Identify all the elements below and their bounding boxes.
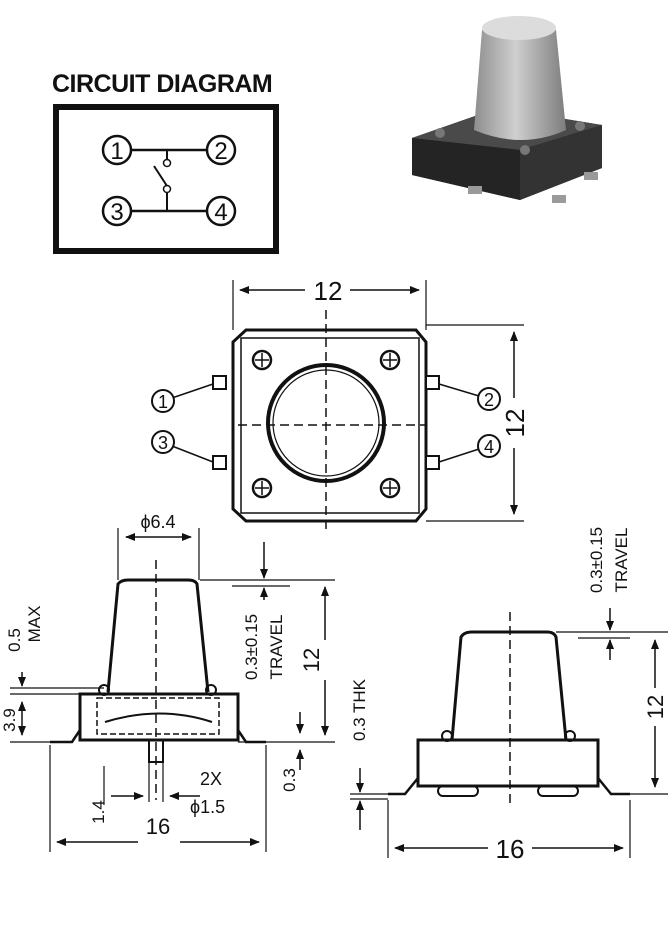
front-thickness-dimension: 0.3 THK bbox=[350, 678, 388, 830]
svg-text:ϕ1.5: ϕ1.5 bbox=[190, 797, 225, 817]
side-plunger bbox=[106, 578, 210, 693]
front-view: 0.3±0.15 TRAVEL 12 0.3 THK 16 bbox=[350, 527, 668, 864]
terminal-pad bbox=[425, 375, 440, 390]
top-view: 1 2 3 4 12 1 bbox=[151, 276, 530, 530]
front-total-height-dimension: 12 bbox=[630, 639, 668, 795]
svg-text:3: 3 bbox=[110, 199, 123, 226]
top-view-width-dimension: 12 bbox=[232, 276, 427, 330]
top-view-pin-1: 1 bbox=[151, 383, 214, 413]
side-body bbox=[78, 692, 240, 742]
front-body bbox=[416, 738, 600, 788]
svg-text:0.5: 0.5 bbox=[5, 628, 24, 652]
corner-hole bbox=[251, 477, 273, 499]
terminal-pad bbox=[425, 455, 440, 470]
circuit-frame bbox=[53, 104, 279, 254]
side-post-dimension: 2X ϕ1.5 bbox=[148, 762, 225, 817]
svg-text:2X: 2X bbox=[200, 769, 222, 789]
svg-text:TRAVEL: TRAVEL bbox=[267, 615, 286, 680]
plunger-circle-inner bbox=[272, 369, 380, 477]
terminal-pad bbox=[212, 455, 227, 470]
plunger-top bbox=[482, 16, 556, 40]
switch-contact-bottom bbox=[162, 184, 172, 194]
front-travel-dimension: 0.3±0.15 TRAVEL bbox=[556, 527, 668, 660]
svg-text:1.4: 1.4 bbox=[89, 800, 108, 824]
side-view: ϕ6.4 0.5 MAX 3.9 0.3±0.15 TRAVEL bbox=[0, 512, 335, 852]
switch-contact-top bbox=[162, 158, 172, 168]
side-leg-offset-dimension: 1.4 bbox=[89, 766, 144, 824]
svg-text:4: 4 bbox=[484, 437, 494, 457]
side-total-height-dimension: 12 bbox=[238, 586, 335, 743]
side-terminal-right bbox=[236, 729, 266, 744]
side-width-dimension: 16 bbox=[49, 745, 267, 852]
front-plunger bbox=[450, 630, 568, 741]
terminal-pad bbox=[212, 375, 227, 390]
plunger-cap bbox=[474, 23, 566, 140]
corner-hole bbox=[379, 477, 401, 499]
front-terminal-right bbox=[597, 777, 630, 796]
switch-lever bbox=[153, 165, 168, 187]
plunger-circle bbox=[266, 363, 386, 483]
svg-text:12: 12 bbox=[643, 695, 668, 719]
svg-text:12: 12 bbox=[299, 648, 324, 672]
svg-text:0.3±0.15: 0.3±0.15 bbox=[242, 614, 261, 680]
circuit-pin-4: 4 bbox=[205, 195, 237, 227]
side-dome bbox=[104, 712, 213, 723]
top-view-pin-4: 4 bbox=[438, 434, 501, 463]
side-base-height-dimension: 3.9 bbox=[0, 701, 50, 743]
svg-text:3.9: 3.9 bbox=[0, 708, 19, 732]
svg-text:MAX: MAX bbox=[25, 606, 44, 643]
svg-text:2: 2 bbox=[214, 138, 227, 165]
top-view-pin-2: 2 bbox=[438, 383, 501, 411]
svg-text:12: 12 bbox=[500, 409, 530, 438]
svg-text:2: 2 bbox=[484, 390, 494, 410]
svg-text:0.3 THK: 0.3 THK bbox=[350, 678, 369, 741]
front-width-dimension: 16 bbox=[387, 800, 631, 864]
svg-text:16: 16 bbox=[496, 834, 525, 864]
top-view-pin-3: 3 bbox=[151, 430, 214, 463]
circuit-diagram: CIRCUIT DIAGRAM 1 2 3 4 bbox=[52, 70, 279, 254]
corner-hole bbox=[251, 349, 273, 371]
side-standoff-dimension: 0.3 bbox=[280, 712, 304, 792]
circuit-pin-3: 3 bbox=[101, 195, 133, 227]
svg-text:12: 12 bbox=[314, 276, 343, 306]
side-plunger-dia-dimension: ϕ6.4 bbox=[117, 512, 200, 580]
front-terminal-left bbox=[388, 777, 419, 796]
top-view-height-dimension: 12 bbox=[426, 324, 530, 522]
top-view-outline bbox=[231, 328, 428, 523]
svg-text:4: 4 bbox=[214, 199, 227, 226]
svg-text:3: 3 bbox=[158, 433, 168, 453]
svg-text:0.3±0.15: 0.3±0.15 bbox=[587, 527, 606, 593]
side-max-dimension: 0.5 MAX bbox=[5, 606, 104, 695]
svg-text:1: 1 bbox=[110, 138, 123, 165]
corner-hole bbox=[379, 349, 401, 371]
svg-text:ϕ6.4: ϕ6.4 bbox=[140, 512, 175, 532]
svg-text:TRAVEL: TRAVEL bbox=[612, 528, 631, 593]
svg-text:0.3: 0.3 bbox=[280, 768, 299, 792]
circuit-title: CIRCUIT DIAGRAM bbox=[52, 70, 272, 98]
side-terminal-left bbox=[50, 729, 82, 744]
svg-text:1: 1 bbox=[158, 392, 168, 412]
circuit-pin-1: 1 bbox=[101, 134, 133, 166]
circuit-pin-2: 2 bbox=[205, 134, 237, 166]
product-photo bbox=[412, 16, 602, 203]
svg-text:16: 16 bbox=[146, 814, 170, 839]
side-travel-dimension: 0.3±0.15 TRAVEL bbox=[200, 542, 335, 680]
